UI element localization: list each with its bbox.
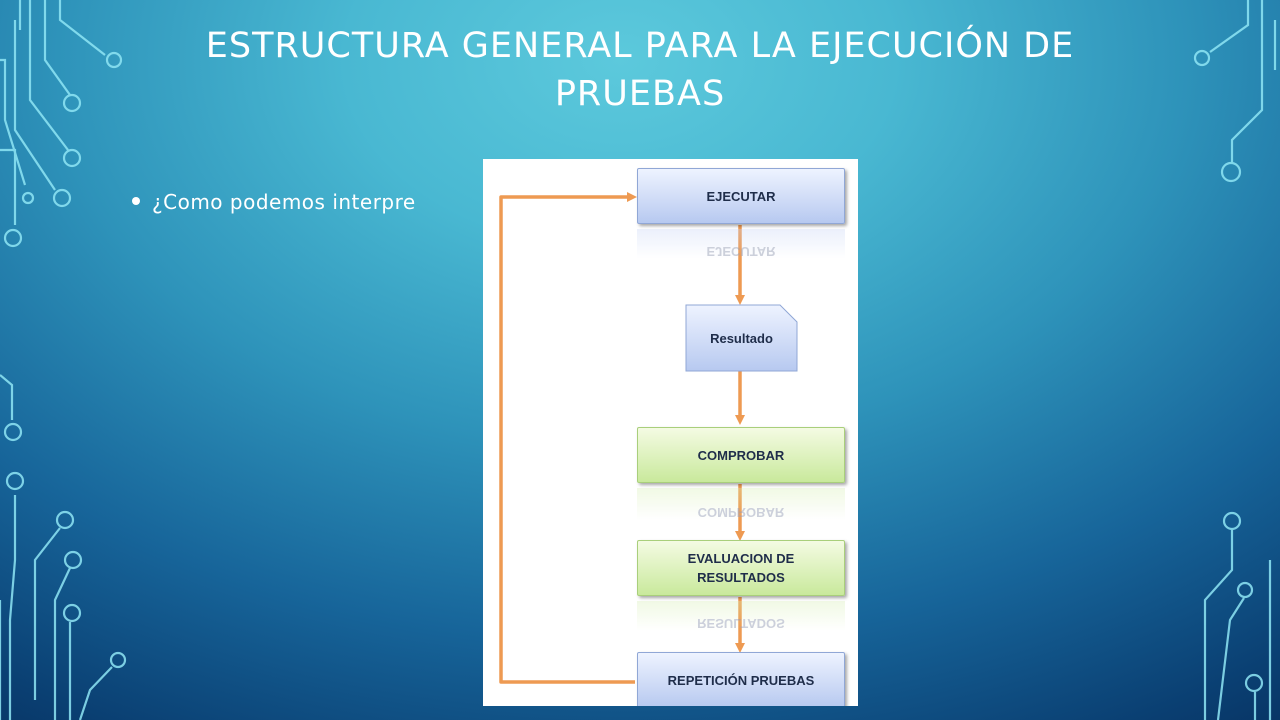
node-evaluacion: EVALUACION DE RESULTADOS [637,540,845,596]
flow-diagram: EJECUTAR EJECUTAR Resultado COMPROBAR CO… [483,159,858,706]
node-ejecutar-label: EJECUTAR [706,188,776,204]
node-evaluacion-label-line1: EVALUACION DE [687,551,795,566]
node-comprobar-reflection: COMPROBAR [637,488,845,520]
node-resultado-label: Resultado [710,330,773,346]
node-ejecutar-reflection: EJECUTAR [637,229,845,259]
node-comprobar-label: COMPROBAR [697,447,785,463]
node-evaluacion-reflection: RESULTADOS [637,601,845,631]
bullet-dot-icon [132,196,140,205]
node-resultado: Resultado [686,305,797,371]
arrow-loop-back [499,192,637,684]
resultado-document-shape [685,304,798,372]
bullet-item: ¿Como podemos interpre [132,190,492,224]
flow-arrows [499,192,798,684]
node-repeticion: REPETICIÓN PRUEBAS [637,652,845,706]
node-comprobar: COMPROBAR [637,427,845,483]
node-ejecutar: EJECUTAR [637,168,845,224]
bullet-text: ¿Como podemos interpre [152,190,416,214]
slide-title: ESTRUCTURA GENERAL PARA LA EJECUCIÓN DE … [205,26,1075,114]
node-evaluacion-label-line2: RESULTADOS [697,570,785,585]
node-repeticion-label: REPETICIÓN PRUEBAS [667,672,815,688]
